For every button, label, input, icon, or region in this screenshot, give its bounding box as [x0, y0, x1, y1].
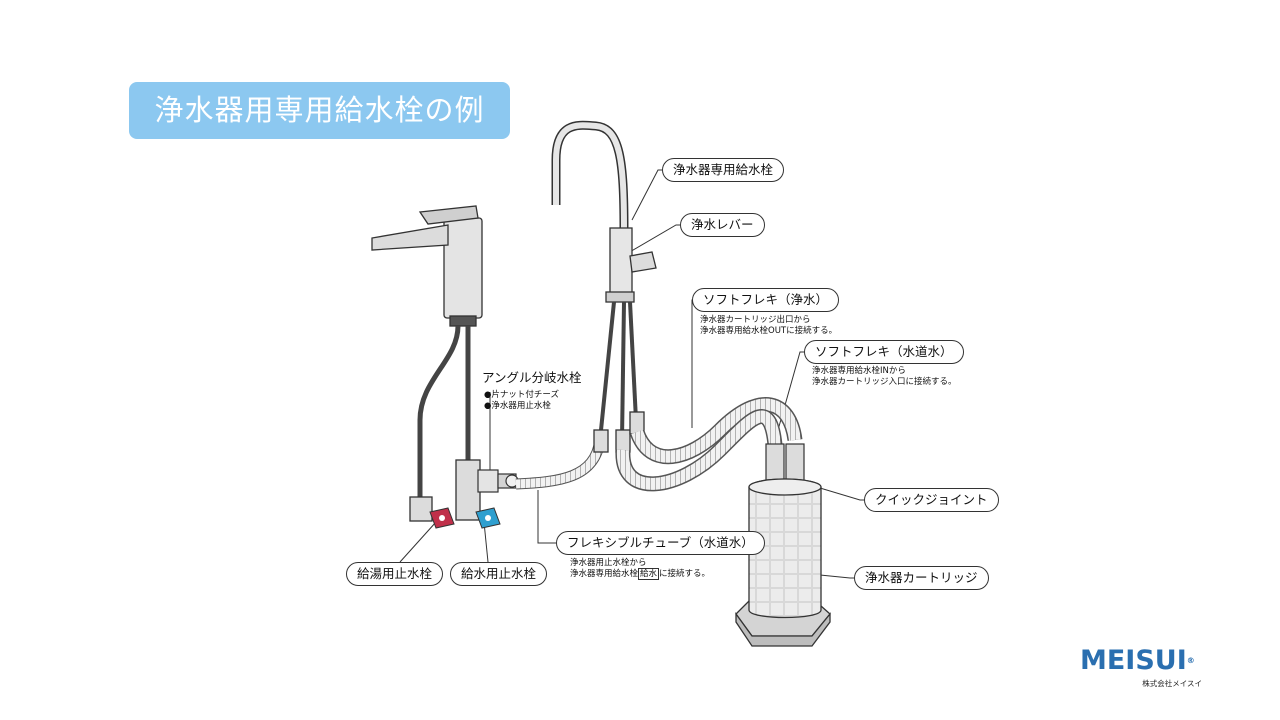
- label-quick-joint: クイックジョイント: [864, 488, 999, 512]
- sub-item: ●片ナット付チーズ: [484, 390, 559, 400]
- angle-branch-valve: [477, 469, 519, 493]
- note-line: 浄水器カートリッジ入口に接続する。: [812, 377, 957, 387]
- sub-item: ●浄水器用止水栓: [484, 401, 551, 411]
- logo-wordmark: MEISUI®: [1080, 646, 1210, 676]
- note-line: 浄水器カートリッジ出口から: [700, 315, 811, 325]
- label-lever: 浄水レバー: [680, 213, 765, 237]
- single-lever-faucet: [371, 205, 483, 522]
- hot-valve-handle: [429, 507, 455, 529]
- purifier-faucet: [551, 120, 657, 453]
- label-cold-valve: 給水用止水栓: [450, 562, 548, 586]
- purifier-cartridge: [735, 478, 831, 647]
- label-angle-valve: アングル分岐水栓: [482, 370, 582, 385]
- note-line: 浄水器専用給水栓OUTに接続する。: [700, 326, 838, 336]
- note-flexible-tube: 浄水器用止水栓から 浄水器専用給水栓給水に接続する。: [570, 558, 710, 580]
- page-title: 浄水器用専用給水栓の例: [129, 82, 510, 139]
- note-boxed-text: 給水: [638, 568, 660, 580]
- label-faucet: 浄水器専用給水栓: [662, 158, 785, 182]
- quick-joint: [765, 443, 805, 481]
- note-line: 浄水器用止水栓から: [570, 558, 647, 568]
- angle-valve-subitems: ●片ナット付チーズ ●浄水器用止水栓: [484, 390, 559, 412]
- note-line: 浄水器専用給水栓給水に接続する。: [570, 568, 711, 580]
- company-logo: MEISUI® 株式会社メイスイ: [1080, 646, 1210, 691]
- note-text: に接続する。: [659, 569, 711, 579]
- logo-company-name: 株式会社メイスイ: [1142, 679, 1202, 688]
- label-flexible-tube: フレキシブルチューブ（水道水）: [556, 531, 765, 555]
- label-hot-valve: 給湯用止水栓: [346, 562, 444, 586]
- note-line: 浄水器専用給水栓INから: [812, 366, 906, 376]
- note-soft-flex-tap: 浄水器専用給水栓INから 浄水器カートリッジ入口に接続する。: [812, 366, 957, 388]
- logo-text: MEISUI: [1080, 645, 1187, 676]
- registered-icon: ®: [1186, 656, 1195, 665]
- cold-valve-handle: [475, 507, 501, 529]
- label-cartridge: 浄水器カートリッジ: [854, 566, 989, 590]
- label-soft-flex-clean: ソフトフレキ（浄水）: [692, 288, 840, 312]
- note-text: 浄水器専用給水栓: [570, 569, 639, 579]
- note-soft-flex-clean: 浄水器カートリッジ出口から 浄水器専用給水栓OUTに接続する。: [700, 315, 837, 337]
- label-soft-flex-tap: ソフトフレキ（水道水）: [804, 340, 964, 364]
